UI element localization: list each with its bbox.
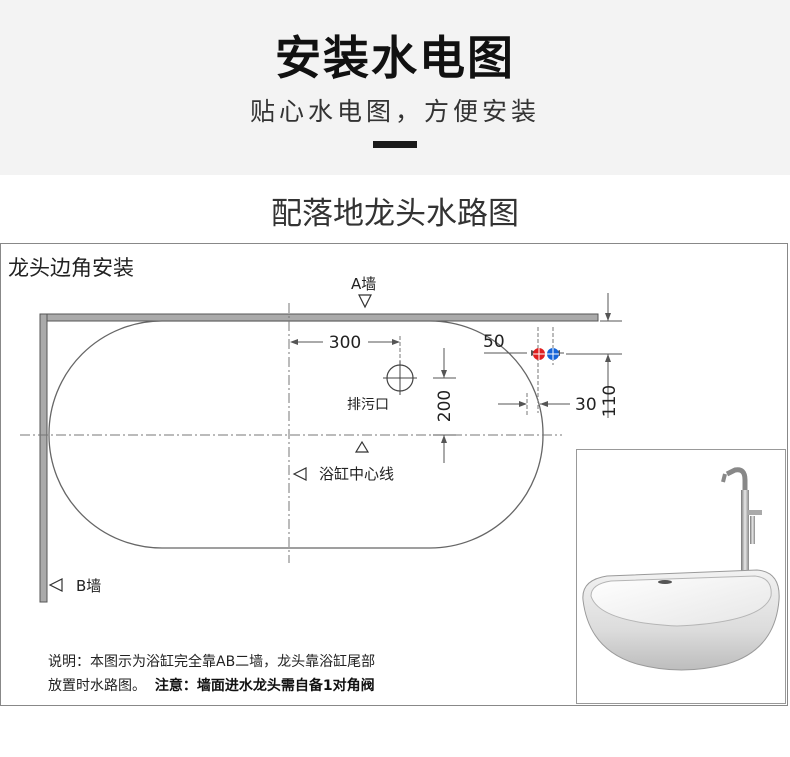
faucet-column — [741, 490, 749, 575]
page-title: 安装水电图 — [275, 31, 515, 85]
arrow-icon — [605, 354, 611, 362]
wall-b-marker-icon — [48, 578, 63, 592]
dim-300-label: 300 — [329, 333, 361, 353]
arrow-icon — [392, 339, 400, 345]
arrow-icon — [605, 313, 611, 321]
note-line-1: 说明：本图示为浴缸完全靠AB二墙，龙头靠浴缸尾部 — [48, 654, 376, 670]
dim-110-label: 110 — [600, 385, 620, 417]
faucet-tip — [721, 473, 727, 483]
section-title: 配落地龙头水路图 — [271, 196, 519, 232]
tub-inner — [590, 575, 772, 627]
title-underline-bar — [373, 141, 417, 148]
arrow-icon — [519, 401, 527, 407]
diagram-frame — [0, 243, 788, 706]
installation-note: 说明：本图示为浴缸完全靠AB二墙，龙头靠浴缸尾部 放置时水路图。 注意：墙面进水… — [48, 650, 375, 698]
wall-a-marker-icon — [358, 294, 372, 309]
arrow-icon — [540, 401, 548, 407]
freestanding-bathtub-image — [582, 467, 780, 671]
drain-label: 排污口 — [347, 397, 389, 413]
header-banner: 安装水电图 贴心水电图，方便安装 — [0, 0, 790, 175]
faucet-hand-shower — [750, 516, 755, 544]
arrow-icon — [441, 370, 447, 378]
centerline-label: 浴缸中心线 — [319, 465, 394, 483]
arrow-icon — [441, 435, 447, 443]
corner-install-title: 龙头边角安装 — [8, 256, 134, 280]
installation-diagram: 龙头边角安装 A墙 300 排污口 200 浴缸中心线 50 — [8, 256, 622, 603]
page-subtitle: 贴心水电图，方便安装 — [249, 97, 540, 126]
note-warning: 注意：墙面进水龙头需自备1对角阀 — [154, 678, 375, 694]
arrow-icon — [290, 339, 298, 345]
dim-200-label: 200 — [435, 390, 455, 422]
note-line-2-prefix: 放置时水路图。 — [48, 678, 146, 694]
wall-a-label: A墙 — [351, 275, 376, 293]
wall-a — [39, 313, 599, 322]
faucet-spout — [725, 467, 748, 570]
centerline-marker-up-icon — [354, 440, 370, 453]
faucet-handle — [748, 510, 762, 515]
wall-b — [39, 313, 48, 603]
note-line-2: 放置时水路图。 注意：墙面进水龙头需自备1对角阀 — [48, 674, 375, 698]
dim-30-label: 30 — [575, 395, 597, 415]
tub-overflow-icon — [658, 580, 672, 584]
bathtub-product-photo — [576, 449, 786, 704]
dim-50-label: 50 — [483, 332, 505, 352]
wall-b-label: B墙 — [76, 577, 101, 595]
centerline-marker-left-icon — [292, 467, 307, 481]
